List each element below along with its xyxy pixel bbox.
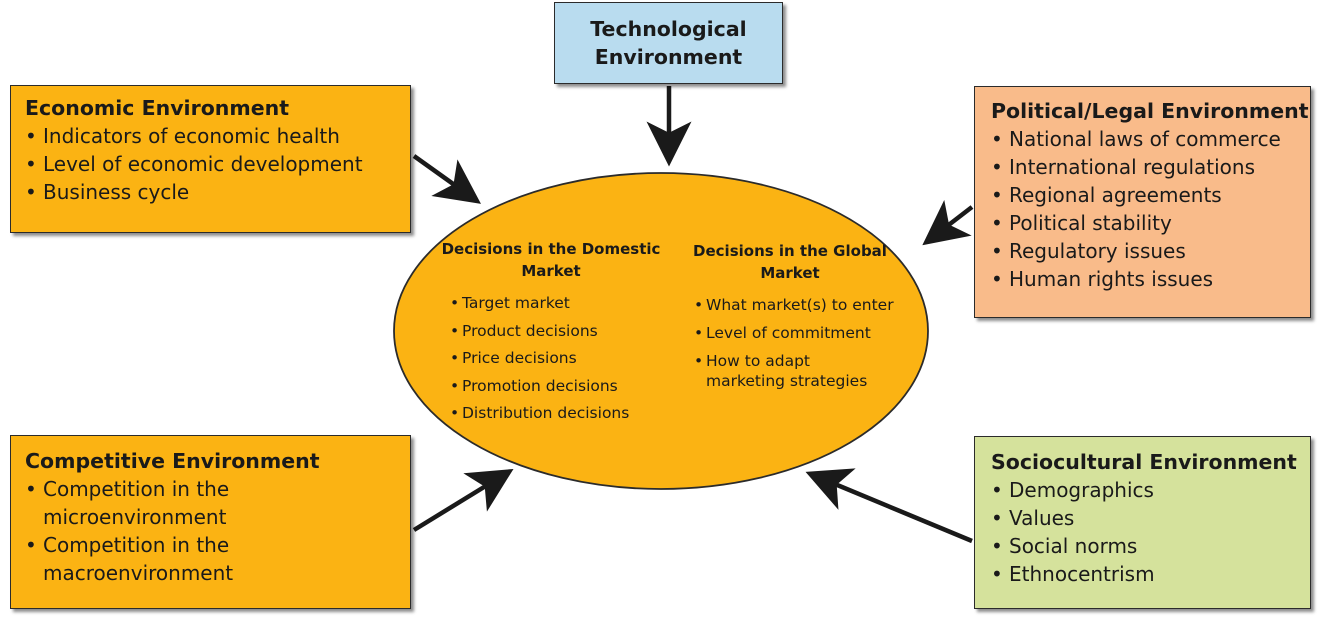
economic-environment-box: Economic Environment Indicators of econo… bbox=[10, 85, 411, 233]
global-item: What market(s) to enter bbox=[694, 292, 896, 320]
competitive-environment-box: Competitive Environment Competition in t… bbox=[10, 435, 411, 609]
political-item: Political stability bbox=[991, 209, 1300, 237]
domestic-item: Product decisions bbox=[450, 318, 666, 346]
domestic-heading: Decisions in the Domestic Market bbox=[441, 240, 661, 280]
economic-item: Business cycle bbox=[25, 178, 396, 206]
political-item: Human rights issues bbox=[991, 265, 1300, 293]
technological-title: Technological Environment bbox=[590, 17, 747, 69]
economic-title: Economic Environment bbox=[25, 96, 290, 120]
economic-list: Indicators of economic health Level of e… bbox=[25, 122, 396, 206]
competitive-item: Competition in the microenvironment bbox=[25, 475, 273, 531]
competitive-list: Competition in the microenvironment Comp… bbox=[25, 475, 396, 587]
arrow-competitive bbox=[412, 468, 514, 532]
competitive-title: Competitive Environment bbox=[25, 449, 320, 473]
political-item: National laws of commerce bbox=[991, 125, 1300, 153]
arrow-sociocultural bbox=[805, 468, 973, 544]
economic-item: Level of economic development bbox=[25, 150, 396, 178]
political-list: National laws of commerce International … bbox=[991, 125, 1300, 293]
sociocultural-item: Ethnocentrism bbox=[991, 560, 1300, 588]
technological-environment-box: Technological Environment bbox=[554, 2, 783, 84]
political-legal-environment-box: Political/Legal Environment National law… bbox=[974, 86, 1311, 318]
political-item: Regional agreements bbox=[991, 181, 1300, 209]
political-item: Regulatory issues bbox=[991, 237, 1300, 265]
economic-item: Indicators of economic health bbox=[25, 122, 396, 150]
domestic-item: Price decisions bbox=[450, 345, 666, 373]
arrow-economic bbox=[412, 154, 481, 204]
sociocultural-list: Demographics Values Social norms Ethnoce… bbox=[991, 476, 1300, 588]
political-item: International regulations bbox=[991, 153, 1300, 181]
global-heading: Decisions in the Global Market bbox=[693, 242, 887, 282]
sociocultural-environment-box: Sociocultural Environment Demographics V… bbox=[974, 436, 1311, 609]
sociocultural-item: Values bbox=[991, 504, 1300, 532]
domestic-item: Promotion decisions bbox=[450, 373, 666, 401]
domestic-list: Target market Product decisions Price de… bbox=[450, 290, 666, 428]
domestic-decisions: Decisions in the Domestic Market Target … bbox=[436, 238, 666, 428]
domestic-item: Target market bbox=[450, 290, 666, 318]
sociocultural-item: Social norms bbox=[991, 532, 1300, 560]
global-decisions: Decisions in the Global Market What mark… bbox=[684, 240, 896, 394]
political-title: Political/Legal Environment bbox=[991, 99, 1309, 123]
domestic-item: Distribution decisions bbox=[450, 400, 666, 428]
sociocultural-title: Sociocultural Environment bbox=[991, 450, 1297, 474]
global-item: How to adapt marketing strategies bbox=[694, 347, 886, 394]
arrow-political bbox=[922, 199, 974, 246]
global-item: Level of commitment bbox=[694, 320, 896, 348]
global-list: What market(s) to enter Level of commitm… bbox=[694, 292, 896, 394]
sociocultural-item: Demographics bbox=[991, 476, 1300, 504]
competitive-item: Competition in the macroenvironment bbox=[25, 531, 273, 587]
